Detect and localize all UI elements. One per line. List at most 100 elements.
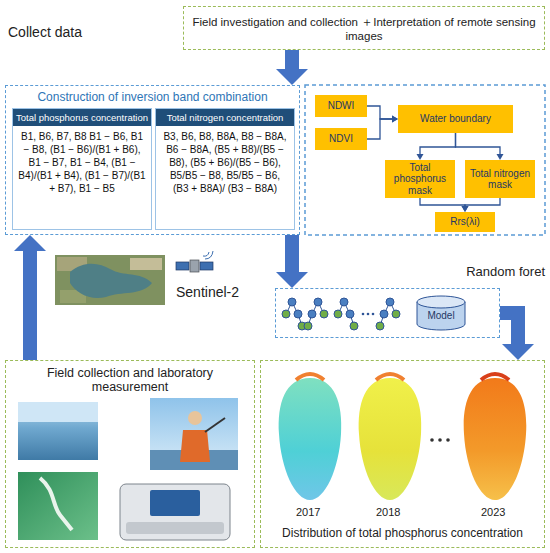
- land-patch: [130, 258, 162, 270]
- tree-node: [340, 298, 348, 306]
- band-list: B1, B6, B7, B8 B1 − B6, B1 − B8, (B1 − B…: [13, 126, 151, 199]
- map-2017: [279, 378, 342, 500]
- flow-arrow: [14, 235, 46, 360]
- tree-node: [350, 322, 358, 330]
- flow-arrow: [276, 50, 308, 85]
- index-box: NDVI: [315, 128, 367, 150]
- connector-line: [465, 198, 500, 206]
- sky-band: [18, 402, 98, 422]
- column-header: Total nitrogen concentration: [156, 109, 294, 126]
- connector-line: [500, 313, 518, 344]
- arrow-head: [392, 116, 398, 123]
- tree-node: [346, 310, 354, 318]
- tree-node: [380, 310, 388, 318]
- connector-arrow: [456, 133, 504, 160]
- algae-water-photo: [18, 472, 98, 540]
- panel-title: Distribution of total phosphorus concent…: [261, 526, 544, 540]
- mask-box: Total nitrogen mask: [465, 160, 535, 198]
- flow-arrow: [276, 235, 308, 288]
- output-box: Rrs(λi): [435, 212, 495, 232]
- box-text: Water boundary: [418, 113, 493, 125]
- decision-tree: [334, 298, 358, 330]
- decision-tree: [376, 298, 400, 330]
- year-label: 2017: [296, 506, 320, 518]
- model-cylinder: Model: [416, 295, 466, 331]
- panel-title: Field collection and laboratory measurem…: [26, 366, 234, 394]
- box-text: Field investigation and collection ＋Inte…: [188, 15, 540, 42]
- column-header: Total phosphorus concentration: [13, 109, 151, 126]
- tree-node: [320, 310, 328, 318]
- map-cap: [376, 374, 404, 380]
- connector-line: [285, 235, 299, 272]
- ellipsis-dot: [367, 313, 370, 316]
- sampling-hand: [40, 478, 72, 530]
- box-text: Rrs(λi): [448, 216, 481, 228]
- step-label: Collect data: [8, 24, 82, 40]
- connector-line: [367, 106, 392, 119]
- ellipsis-dot: [362, 313, 365, 316]
- box-text: NDVI: [327, 133, 355, 145]
- band-column: Total nitrogen concentrationB3, B6, B8, …: [155, 108, 295, 230]
- ellipsis-dot: [438, 438, 442, 442]
- sampling-photo: [150, 398, 238, 470]
- tree-node: [294, 310, 302, 318]
- satellite-image: [55, 255, 165, 305]
- solar-panel: [200, 262, 213, 270]
- arrow-head: [276, 272, 308, 288]
- year-label: 2018: [376, 506, 400, 518]
- box-text: Total phosphorus mask: [385, 162, 455, 197]
- group-frame: [305, 85, 545, 235]
- connector-line: [285, 50, 299, 69]
- group-heading: Random foret: [466, 264, 545, 279]
- arrow-head: [502, 344, 534, 360]
- tree-node: [334, 310, 342, 318]
- tree-node: [308, 310, 316, 318]
- satellite-label: Sentinel-2: [176, 284, 239, 300]
- lake-shape: [70, 264, 152, 298]
- connector-line: [456, 133, 501, 154]
- tree-node: [314, 298, 322, 306]
- cylinder-top: [417, 296, 465, 308]
- map-2018: [359, 378, 422, 500]
- arrow-head: [276, 69, 308, 85]
- ellipsis-dot: [446, 438, 450, 442]
- life-vest: [180, 430, 210, 462]
- group-title: Construction of inversion band combinati…: [6, 90, 299, 104]
- signal-arc: [205, 251, 213, 259]
- connector-line: [23, 251, 37, 360]
- connector-arrow: [420, 198, 469, 212]
- ellipsis-dot: [372, 313, 375, 316]
- connector-line: [420, 198, 465, 206]
- lake-photo: [18, 402, 98, 460]
- arrow-head: [497, 154, 504, 160]
- arrow-head: [462, 206, 469, 212]
- year-label: 2023: [481, 506, 505, 518]
- connector-line: [420, 133, 456, 154]
- arrow-head: [14, 235, 46, 251]
- tree-node: [376, 322, 384, 330]
- connector-arrow: [417, 133, 456, 160]
- arrow-head: [392, 116, 398, 123]
- instrument-pole: [205, 418, 225, 432]
- arrow-head: [462, 206, 469, 212]
- tree-node: [392, 310, 400, 318]
- connector-line: [367, 119, 392, 139]
- box-text: NDWI: [326, 100, 357, 112]
- connector-arrow: [367, 116, 398, 140]
- person-head: [188, 411, 202, 425]
- map-2023: [464, 378, 527, 500]
- box-text: Model: [427, 310, 454, 321]
- decision-tree: [304, 298, 328, 330]
- arrow-head: [417, 154, 424, 160]
- connector-arrow: [462, 198, 501, 212]
- device-base: [126, 522, 224, 534]
- spectrophotometer: [120, 484, 230, 540]
- map-cap: [481, 374, 509, 380]
- band-list: B3, B6, B8, B8A, B8 − B8A, B6 − B8A, (B5…: [156, 126, 294, 199]
- group-box: Construction of inversion band combinati…: [5, 85, 300, 235]
- process-box: Water boundary: [398, 105, 513, 133]
- tree-node: [386, 298, 394, 306]
- mask-box: Total phosphorus mask: [385, 160, 455, 198]
- decision-tree: [282, 298, 306, 330]
- flow-arrow: [500, 313, 534, 360]
